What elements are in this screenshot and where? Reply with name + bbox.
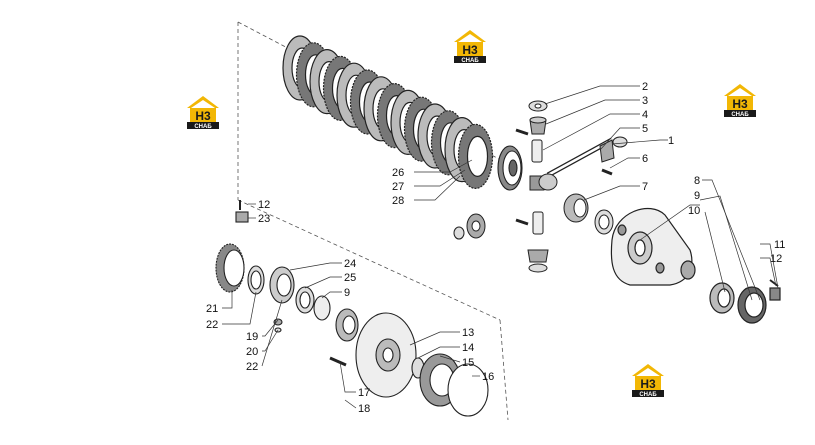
callout-12: 12 [770, 253, 782, 265]
callout-14: 14 [462, 342, 474, 354]
svg-text:СНАБ: СНАБ [639, 392, 657, 398]
callout-25: 25 [344, 272, 356, 284]
svg-text:H3: H3 [195, 109, 211, 123]
svg-text:СНАБ: СНАБ [461, 58, 479, 64]
callout-22-lower: 22 [246, 361, 258, 373]
callout-2: 2 [642, 81, 648, 93]
callout-11: 11 [774, 239, 785, 251]
clutch-disc-bore [466, 135, 489, 177]
callout-4: 4 [642, 109, 648, 121]
callout-9-left: 9 [344, 287, 350, 299]
callout-28: 28 [392, 195, 404, 207]
callout-7: 7 [642, 181, 648, 193]
callout-15: 15 [462, 357, 474, 369]
assembly-boundary-dashed [237, 21, 521, 421]
callout-20: 20 [246, 346, 258, 358]
callout-17: 17 [358, 387, 370, 399]
callout-6: 6 [642, 153, 648, 165]
clutch-disc-pack [282, 35, 494, 189]
callout-12-left: 12 [258, 199, 270, 211]
callout-1: 1 [668, 135, 674, 147]
callout-19: 19 [246, 331, 258, 343]
side-gear-hub [497, 145, 523, 191]
callout-18: 18 [358, 403, 370, 415]
callout-23: 23 [258, 213, 270, 225]
leader-lines [222, 85, 779, 409]
callout-27: 27 [392, 181, 404, 193]
svg-text:H3: H3 [732, 97, 748, 111]
callout-8: 8 [694, 175, 700, 187]
callout-26: 26 [392, 167, 404, 179]
callout-13: 13 [462, 327, 474, 339]
callout-numbers: 2 3 4 5 1 6 7 8 9 10 11 12 12 23 24 25 9… [206, 81, 785, 415]
callout-9: 9 [694, 190, 700, 202]
differential-internals [453, 100, 628, 273]
left-assembly [215, 200, 489, 417]
callout-10: 10 [688, 205, 700, 217]
svg-text:H3: H3 [462, 43, 478, 57]
callout-21: 21 [206, 303, 218, 315]
callout-5: 5 [642, 123, 648, 135]
callout-24: 24 [344, 258, 356, 270]
callout-16: 16 [482, 371, 494, 383]
callout-22: 22 [206, 319, 218, 331]
svg-text:СНАБ: СНАБ [731, 112, 749, 118]
differential-case [610, 207, 781, 324]
svg-text:H3: H3 [640, 377, 656, 391]
callout-3: 3 [642, 95, 648, 107]
svg-text:СНАБ: СНАБ [194, 124, 212, 130]
